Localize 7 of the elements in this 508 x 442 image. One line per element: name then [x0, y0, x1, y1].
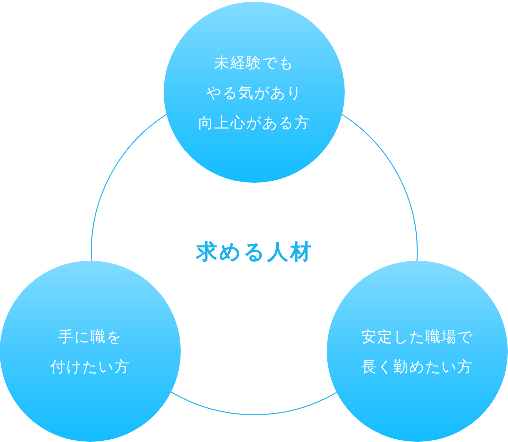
circle-text: 手に職を付けたい方: [50, 326, 130, 378]
center-title: 求める人材: [196, 239, 314, 266]
connector-arc: [170, 392, 338, 416]
connector-arc: [91, 114, 168, 262]
circle-text: 安定した職場で長く勤めたい方: [362, 326, 474, 378]
connector-arc: [342, 114, 418, 262]
circle-text: 未経験でもやる気があり向上心がある方: [198, 52, 310, 134]
